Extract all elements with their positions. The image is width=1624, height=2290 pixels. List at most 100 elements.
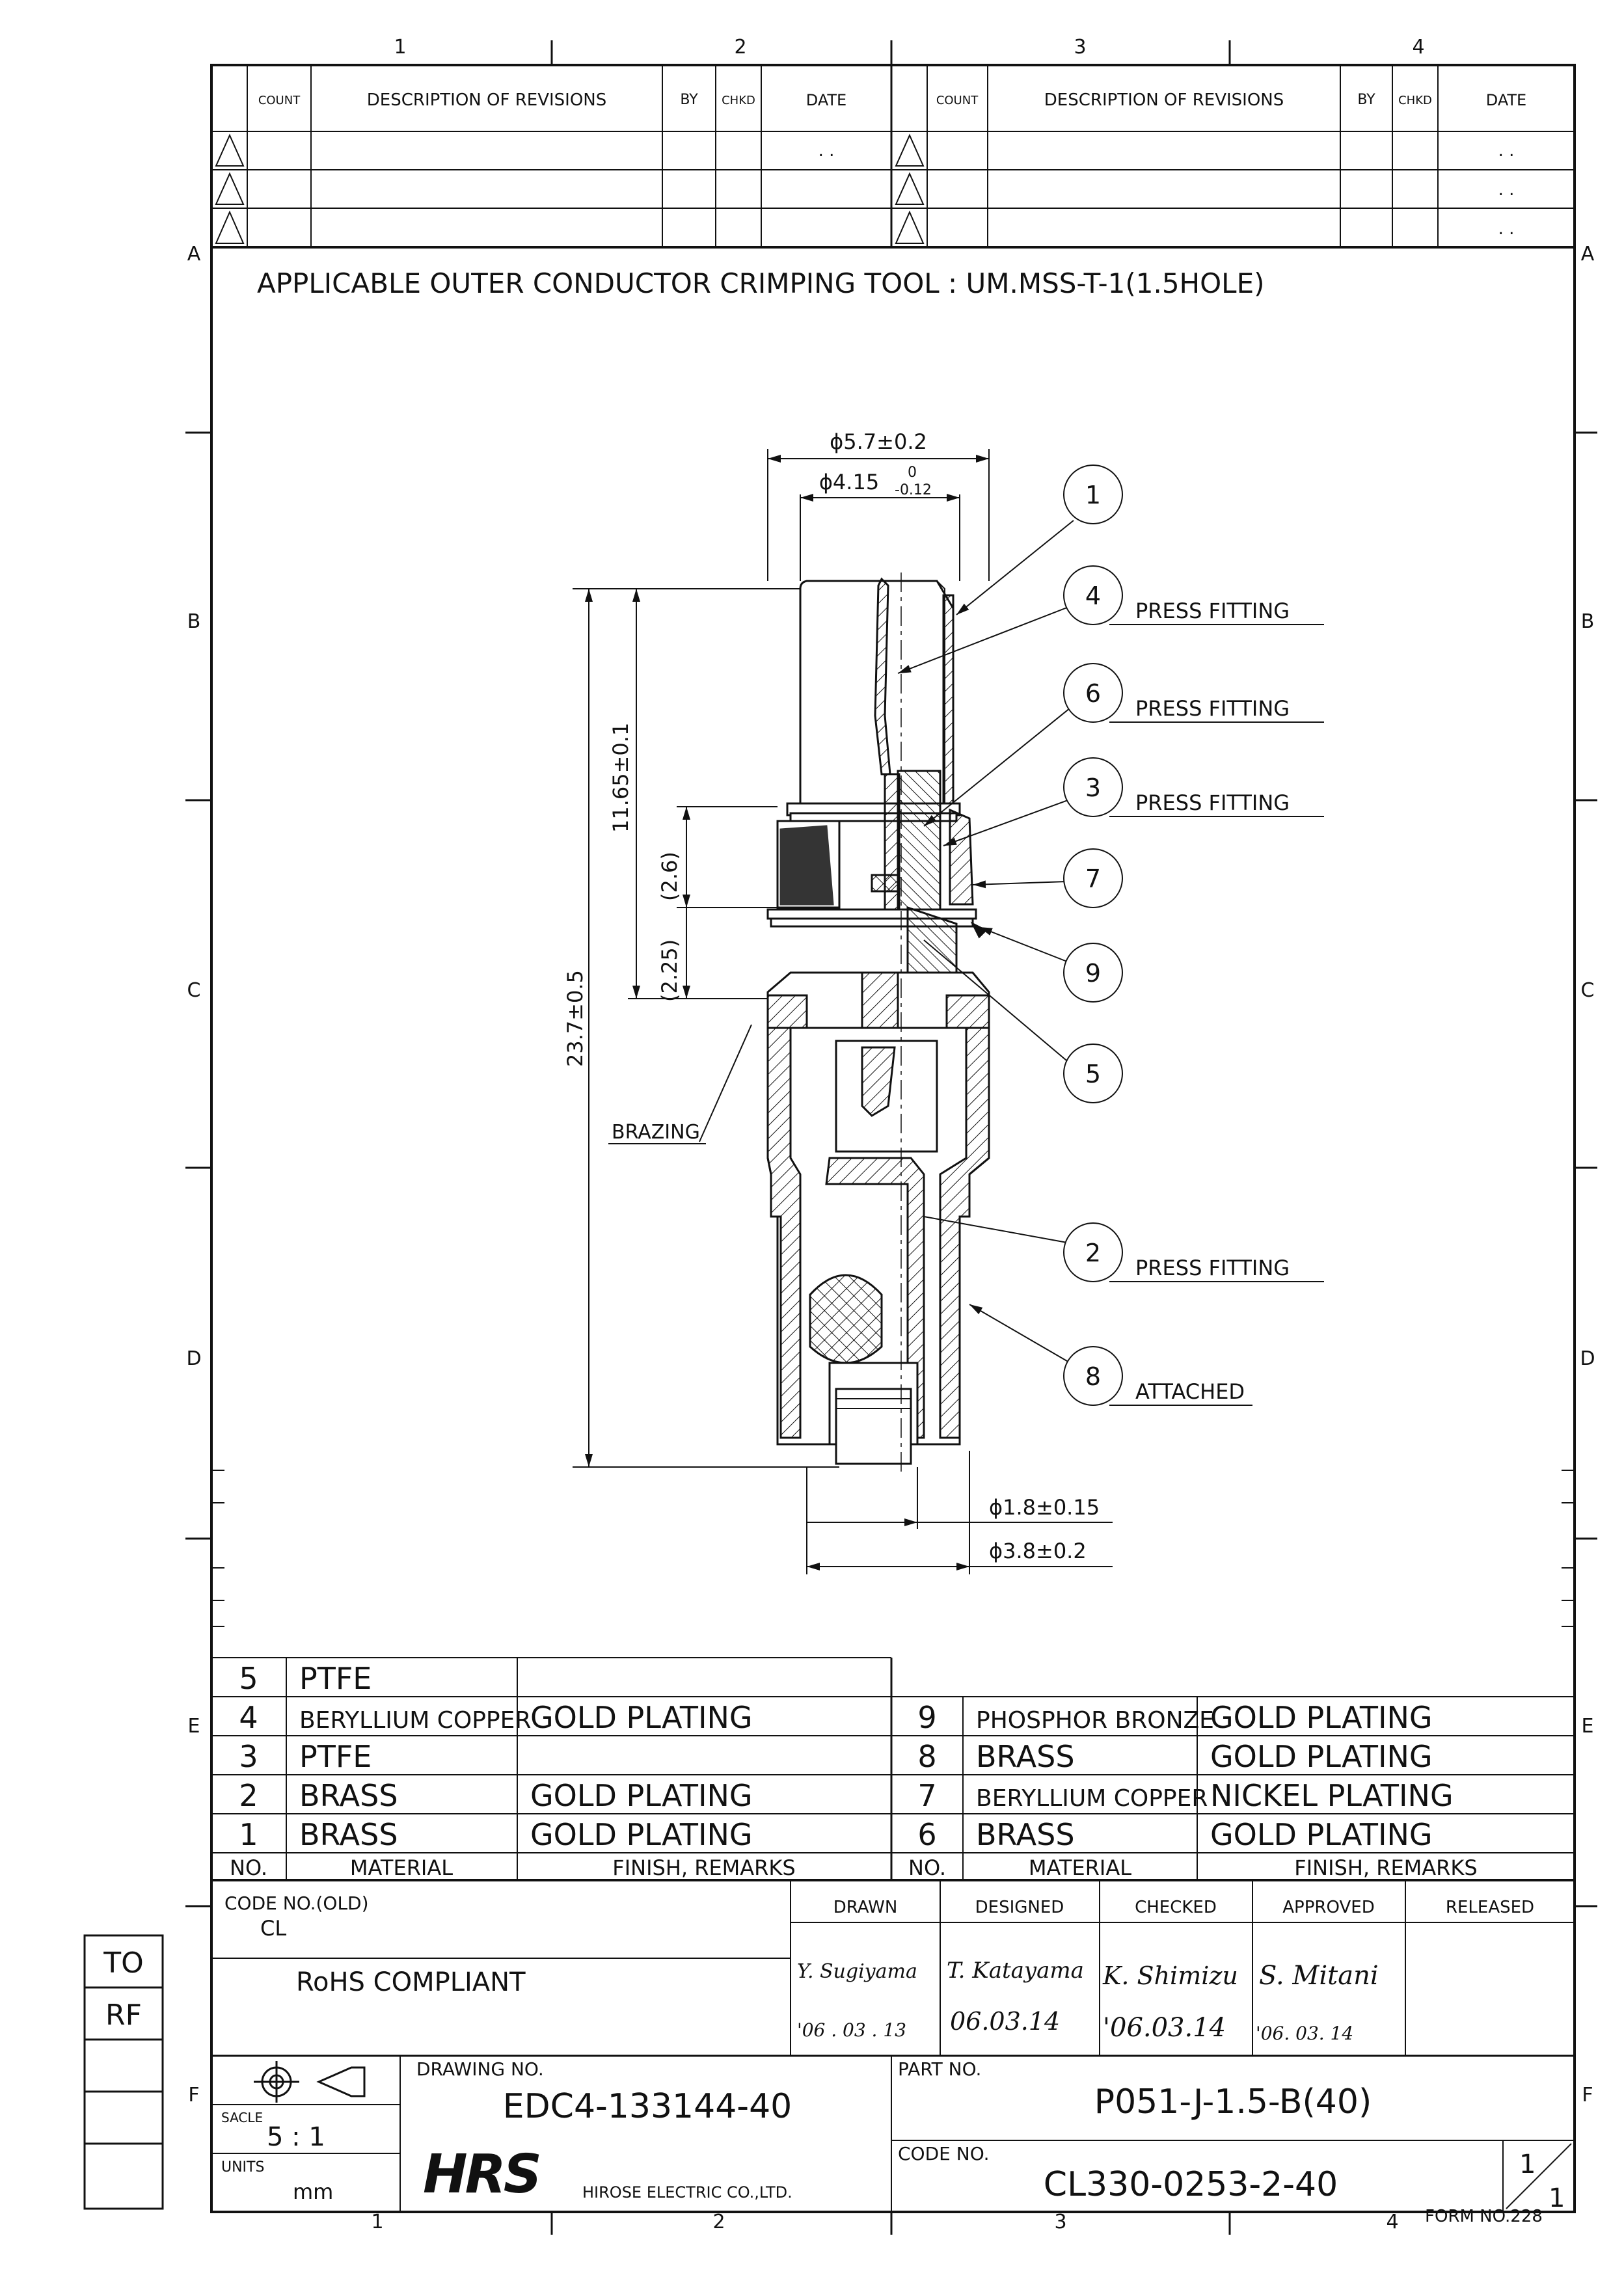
part-6-material: BRASS [976,1817,1075,1852]
sign-date-approved: '06. 03. 14 [1256,2023,1353,2044]
zone-col-top-2: 2 [734,36,746,59]
callout-2: 2 PRESS FITTING [1063,1222,1290,1282]
part-9-material: PHOSPHOR BRONZE [976,1707,1214,1734]
pin-teeth [871,874,899,893]
zone-row-right-e: E [1582,1715,1594,1738]
signature-designed: T. Katayama [947,1958,1084,1984]
part-6-no: 6 [917,1817,936,1852]
dim-len-2-25: (2.25) [657,939,682,1002]
rev-header-count-right: COUNT [936,94,979,107]
sheet-number: 1 [1519,2149,1536,2179]
revision-triangle [215,172,245,205]
units-value: mm [293,2179,333,2204]
part-3-no: 3 [239,1739,258,1774]
outer-sleeve-hatch-wall [942,594,954,805]
rev-header-chkd-left: CHKD [722,94,755,107]
part-7-material: BERYLLIUM COPPER [976,1785,1208,1812]
callout-5: 5 [1063,1044,1123,1103]
svg-text:9: 9 [1085,959,1101,988]
parts-header-finish-right: FINISH, REMARKS [1294,1855,1477,1880]
left-wedge-shade [779,825,834,906]
callout-7: 7 [1063,848,1123,908]
scale-value: 5 : 1 [267,2122,325,2152]
part-4-material: BERYLLIUM COPPER [299,1707,531,1734]
zone-row-left-f: F [188,2084,199,2107]
company-logo: HRS [423,2144,539,2205]
rohs-compliant: RoHS COMPLIANT [296,1967,526,1997]
rev-date-right-3: . . [1498,219,1515,239]
parts-header-no-left: NO. [230,1855,267,1880]
rev-header-date-left: DATE [806,91,846,109]
svg-text:4: 4 [1085,582,1101,610]
body-right-wall [939,1027,990,1439]
sign-date-designed: 06.03.14 [950,2007,1060,2036]
revision-table: COUNT DESCRIPTION OF REVISIONS BY CHKD D… [211,65,1575,247]
zone-col-top-1: 1 [394,36,406,59]
callout-3-note: PRESS FITTING [1135,790,1290,815]
svg-text:1: 1 [1085,481,1101,509]
drawing-no-label: DRAWING NO. [416,2058,544,2080]
drawing-no: EDC4-133144-40 [503,2087,792,2126]
form-no: FORM NO.228 [1425,2207,1543,2226]
callout-6: 6 PRESS FITTING [1063,663,1290,723]
callout-6-note: PRESS FITTING [1135,696,1290,721]
revision-triangle [895,133,925,167]
zone-col-top-4: 4 [1412,36,1424,59]
inner-cavity [835,1040,938,1153]
dim-d-inner-tol-lower: -0.12 [895,482,932,498]
parts-list: 5 PTFE 4 BERYLLIUM COPPER GOLD PLATING 3… [211,1657,1575,1881]
rev-header-count-left: COUNT [258,94,301,107]
rev-date-right-2: . . [1498,180,1515,200]
part-2-finish: GOLD PLATING [530,1778,753,1813]
title-block: CODE NO.(OLD) CL RoHS COMPLIANT DRAWN DE… [211,1880,1575,2226]
signature-drawn: Y. Sugiyama [797,1960,917,1983]
body-shelf-hatch-left [766,994,808,1029]
side-box-to: TO [103,1946,144,1980]
parts-header-material-left: MATERIAL [350,1855,453,1880]
center-pin [884,773,900,925]
code-no-label: CODE NO. [898,2143,990,2164]
callout-8: 8 ATTACHED [1063,1346,1245,1406]
callout-2-note: PRESS FITTING [1135,1256,1290,1280]
callout-8-note: ATTACHED [1135,1379,1245,1404]
brazing-label: BRAZING [612,1121,700,1144]
zone-col-bottom-1: 1 [371,2211,383,2233]
crimping-tool-note: APPLICABLE OUTER CONDUCTOR CRIMPING TOOL… [257,267,1265,299]
revision-triangle [215,210,245,244]
zone-row-right-c: C [1581,979,1595,1002]
part-5-no: 5 [239,1661,258,1696]
parts-header-no-right: NO. [908,1855,946,1880]
sheet-total: 1 [1549,2183,1565,2213]
dim-d-tail: ϕ3.8±0.2 [989,1539,1087,1563]
body-shelf-hatch-right [945,994,990,1029]
sign-header-drawn: DRAWN [833,1898,898,1917]
zone-row-right-d: D [1580,1347,1595,1370]
callout-4: 4 PRESS FITTING [1063,565,1290,625]
part-4-no: 4 [239,1700,258,1735]
part-6-finish: GOLD PLATING [1210,1817,1433,1852]
body-left-wall [766,1027,802,1439]
sign-date-checked: '06.03.14 [1103,2013,1226,2043]
press-ring [949,808,974,906]
contact-tongue [861,1046,896,1117]
part-no-label: PART NO. [898,2058,981,2080]
part-8-material: BRASS [976,1739,1075,1774]
code-no: CL330-0253-2-40 [1044,2165,1338,2204]
connector-cross-section [766,572,990,1474]
part-no: P051-J-1.5-B(40) [1094,2082,1372,2122]
insulator-body [897,770,941,915]
frame [185,40,1597,2235]
clip-9 [970,921,988,939]
part-1-finish: GOLD PLATING [530,1817,753,1852]
part-9-finish: GOLD PLATING [1210,1700,1433,1735]
side-box: TO RF [83,1934,164,2210]
sign-header-released: RELEASED [1446,1898,1534,1917]
zone-row-left-b: B [187,610,201,633]
dim-len-2-6: (2.6) [657,852,682,901]
svg-text:2: 2 [1085,1239,1101,1267]
zone-col-top-3: 3 [1074,36,1086,59]
sign-date-drawn: '06 . 03 . 13 [797,2019,906,2041]
part-5-material: PTFE [299,1661,372,1696]
part-1-no: 1 [239,1817,258,1852]
